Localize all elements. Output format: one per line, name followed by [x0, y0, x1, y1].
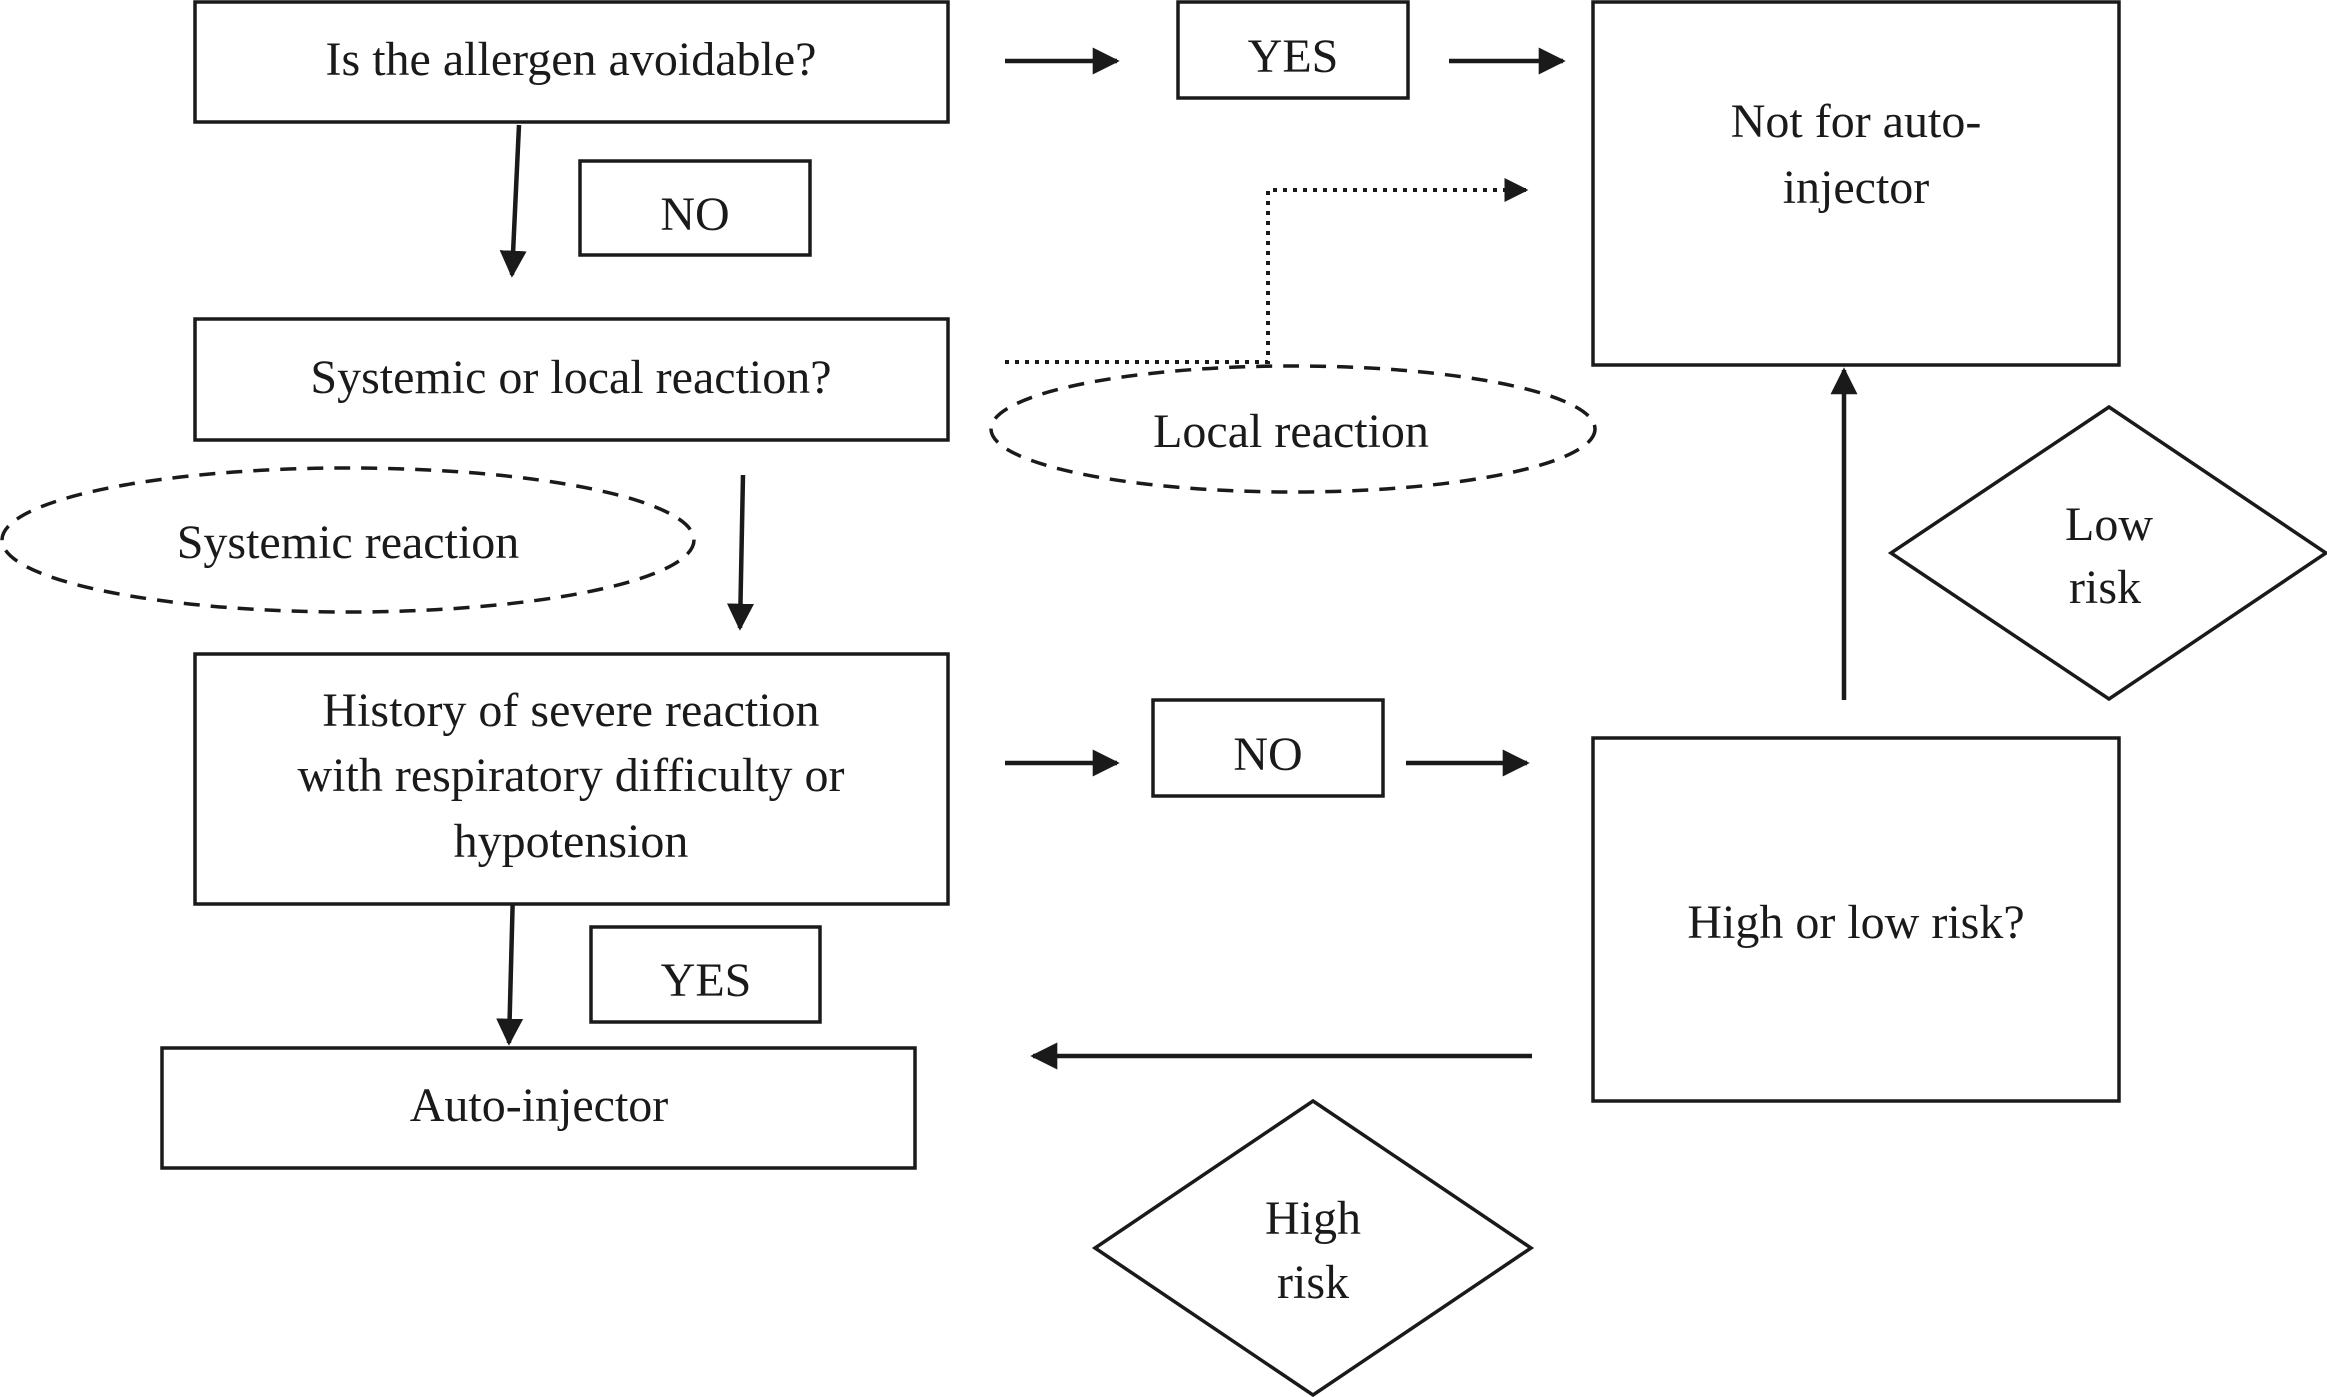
arrow-systemic-to-history: [726, 474, 754, 631]
allergen-avoidable-text: Is the allergen avoidable?: [326, 33, 817, 86]
auto-injector-text: Auto-injector: [410, 1079, 669, 1132]
auto-injector-box: Auto-injector: [160, 1046, 917, 1170]
high-risk-line1: High: [1265, 1192, 1361, 1245]
dotted-arrow-local-to-not-for-auto: [1005, 178, 1529, 364]
history-line2: with respiratory difficulty or: [298, 749, 845, 802]
local-reaction-oval: Local reaction: [989, 364, 1597, 494]
no-middle-box: NO: [1151, 698, 1385, 798]
not-for-auto-injector-box: Not for auto- injector: [1591, 0, 2121, 367]
arrow-history-to-auto-injector: [496, 889, 524, 1046]
history-box: History of severe reaction with respirat…: [193, 652, 950, 906]
local-reaction-text: Local reaction: [1153, 405, 1429, 458]
high-or-low-risk-text: High or low risk?: [1687, 896, 2024, 949]
history-line3: hypotension: [454, 815, 689, 868]
yes-bottom-text: YES: [661, 954, 752, 1007]
arrow-avoidable-to-systemic-or-local: [499, 124, 527, 278]
connectors: [496, 47, 1858, 1070]
low-risk-diamond: Low risk: [1887, 404, 2327, 702]
systemic-or-local-text: Systemic or local reaction?: [310, 351, 831, 404]
allergen-avoidable-box: Is the allergen avoidable?: [193, 0, 950, 124]
systemic-or-local-box: Systemic or local reaction?: [193, 317, 950, 442]
no-top-text: NO: [660, 188, 729, 241]
yes-bottom-box: YES: [589, 925, 822, 1024]
history-line1: History of severe reaction: [322, 684, 819, 737]
systemic-reaction-text: Systemic reaction: [177, 516, 520, 569]
low-risk-line1: Low: [2065, 498, 2153, 551]
yes-top-box: YES: [1176, 0, 1410, 100]
systemic-reaction-oval: Systemic reaction: [0, 466, 696, 614]
high-risk-line2: risk: [1277, 1256, 1349, 1309]
not-for-auto-line2: injector: [1783, 161, 1930, 214]
high-risk-diamond: High risk: [1091, 1098, 1535, 1397]
no-top-box: NO: [578, 159, 812, 257]
high-or-low-risk-box: High or low risk?: [1591, 736, 2121, 1103]
no-middle-text: NO: [1233, 728, 1302, 781]
low-risk-line2: risk: [2069, 561, 2141, 614]
not-for-auto-line1: Not for auto-: [1731, 95, 1982, 148]
yes-top-text: YES: [1248, 30, 1339, 83]
